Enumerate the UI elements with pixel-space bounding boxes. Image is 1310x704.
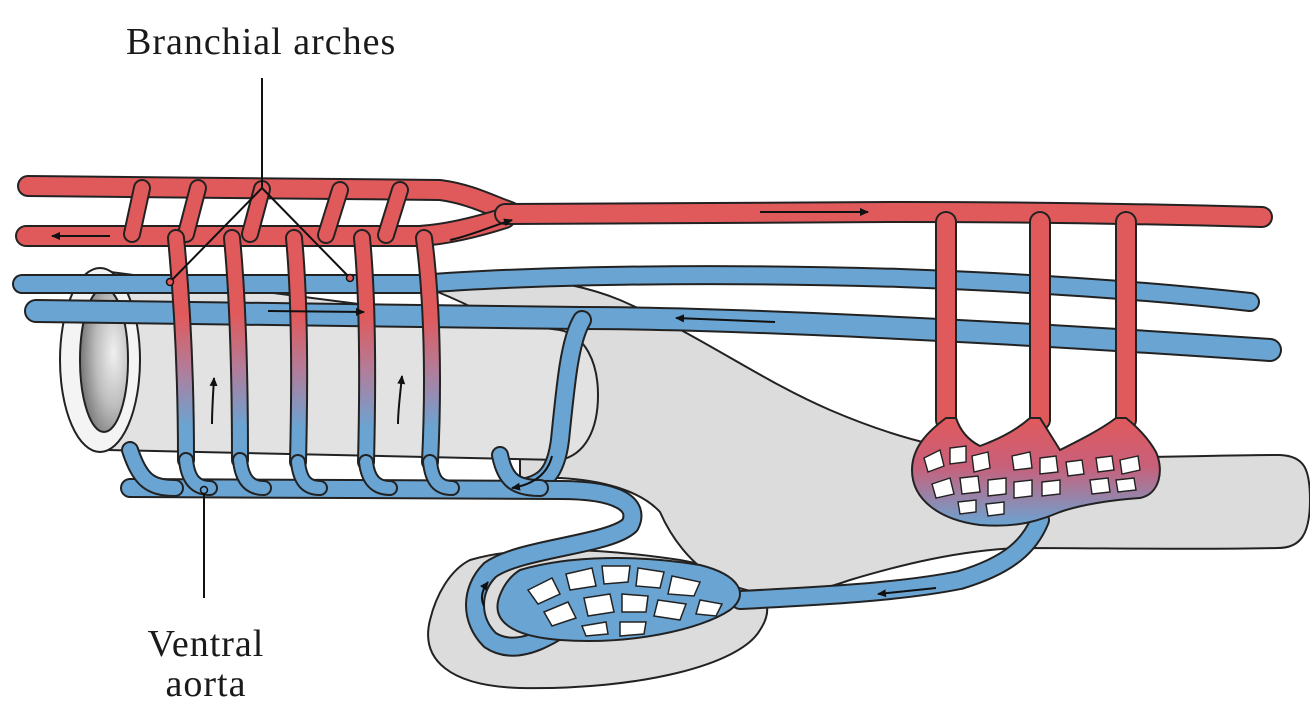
label-ventral-aorta-line2: aorta [136,664,276,704]
arch-loop-5 [424,238,432,462]
arch-loop-3 [294,238,299,462]
arch-loop-2 [232,238,240,460]
label-branchial-arches: Branchial arches [126,22,396,62]
arrow-ventral-forward [268,311,364,312]
label-ventral-aorta-line1: Ventral [136,624,276,664]
arch-loop-4 [362,238,367,462]
ventral-aorta-dot [201,487,208,494]
label-ventral-aorta: Ventral aorta [136,624,276,704]
